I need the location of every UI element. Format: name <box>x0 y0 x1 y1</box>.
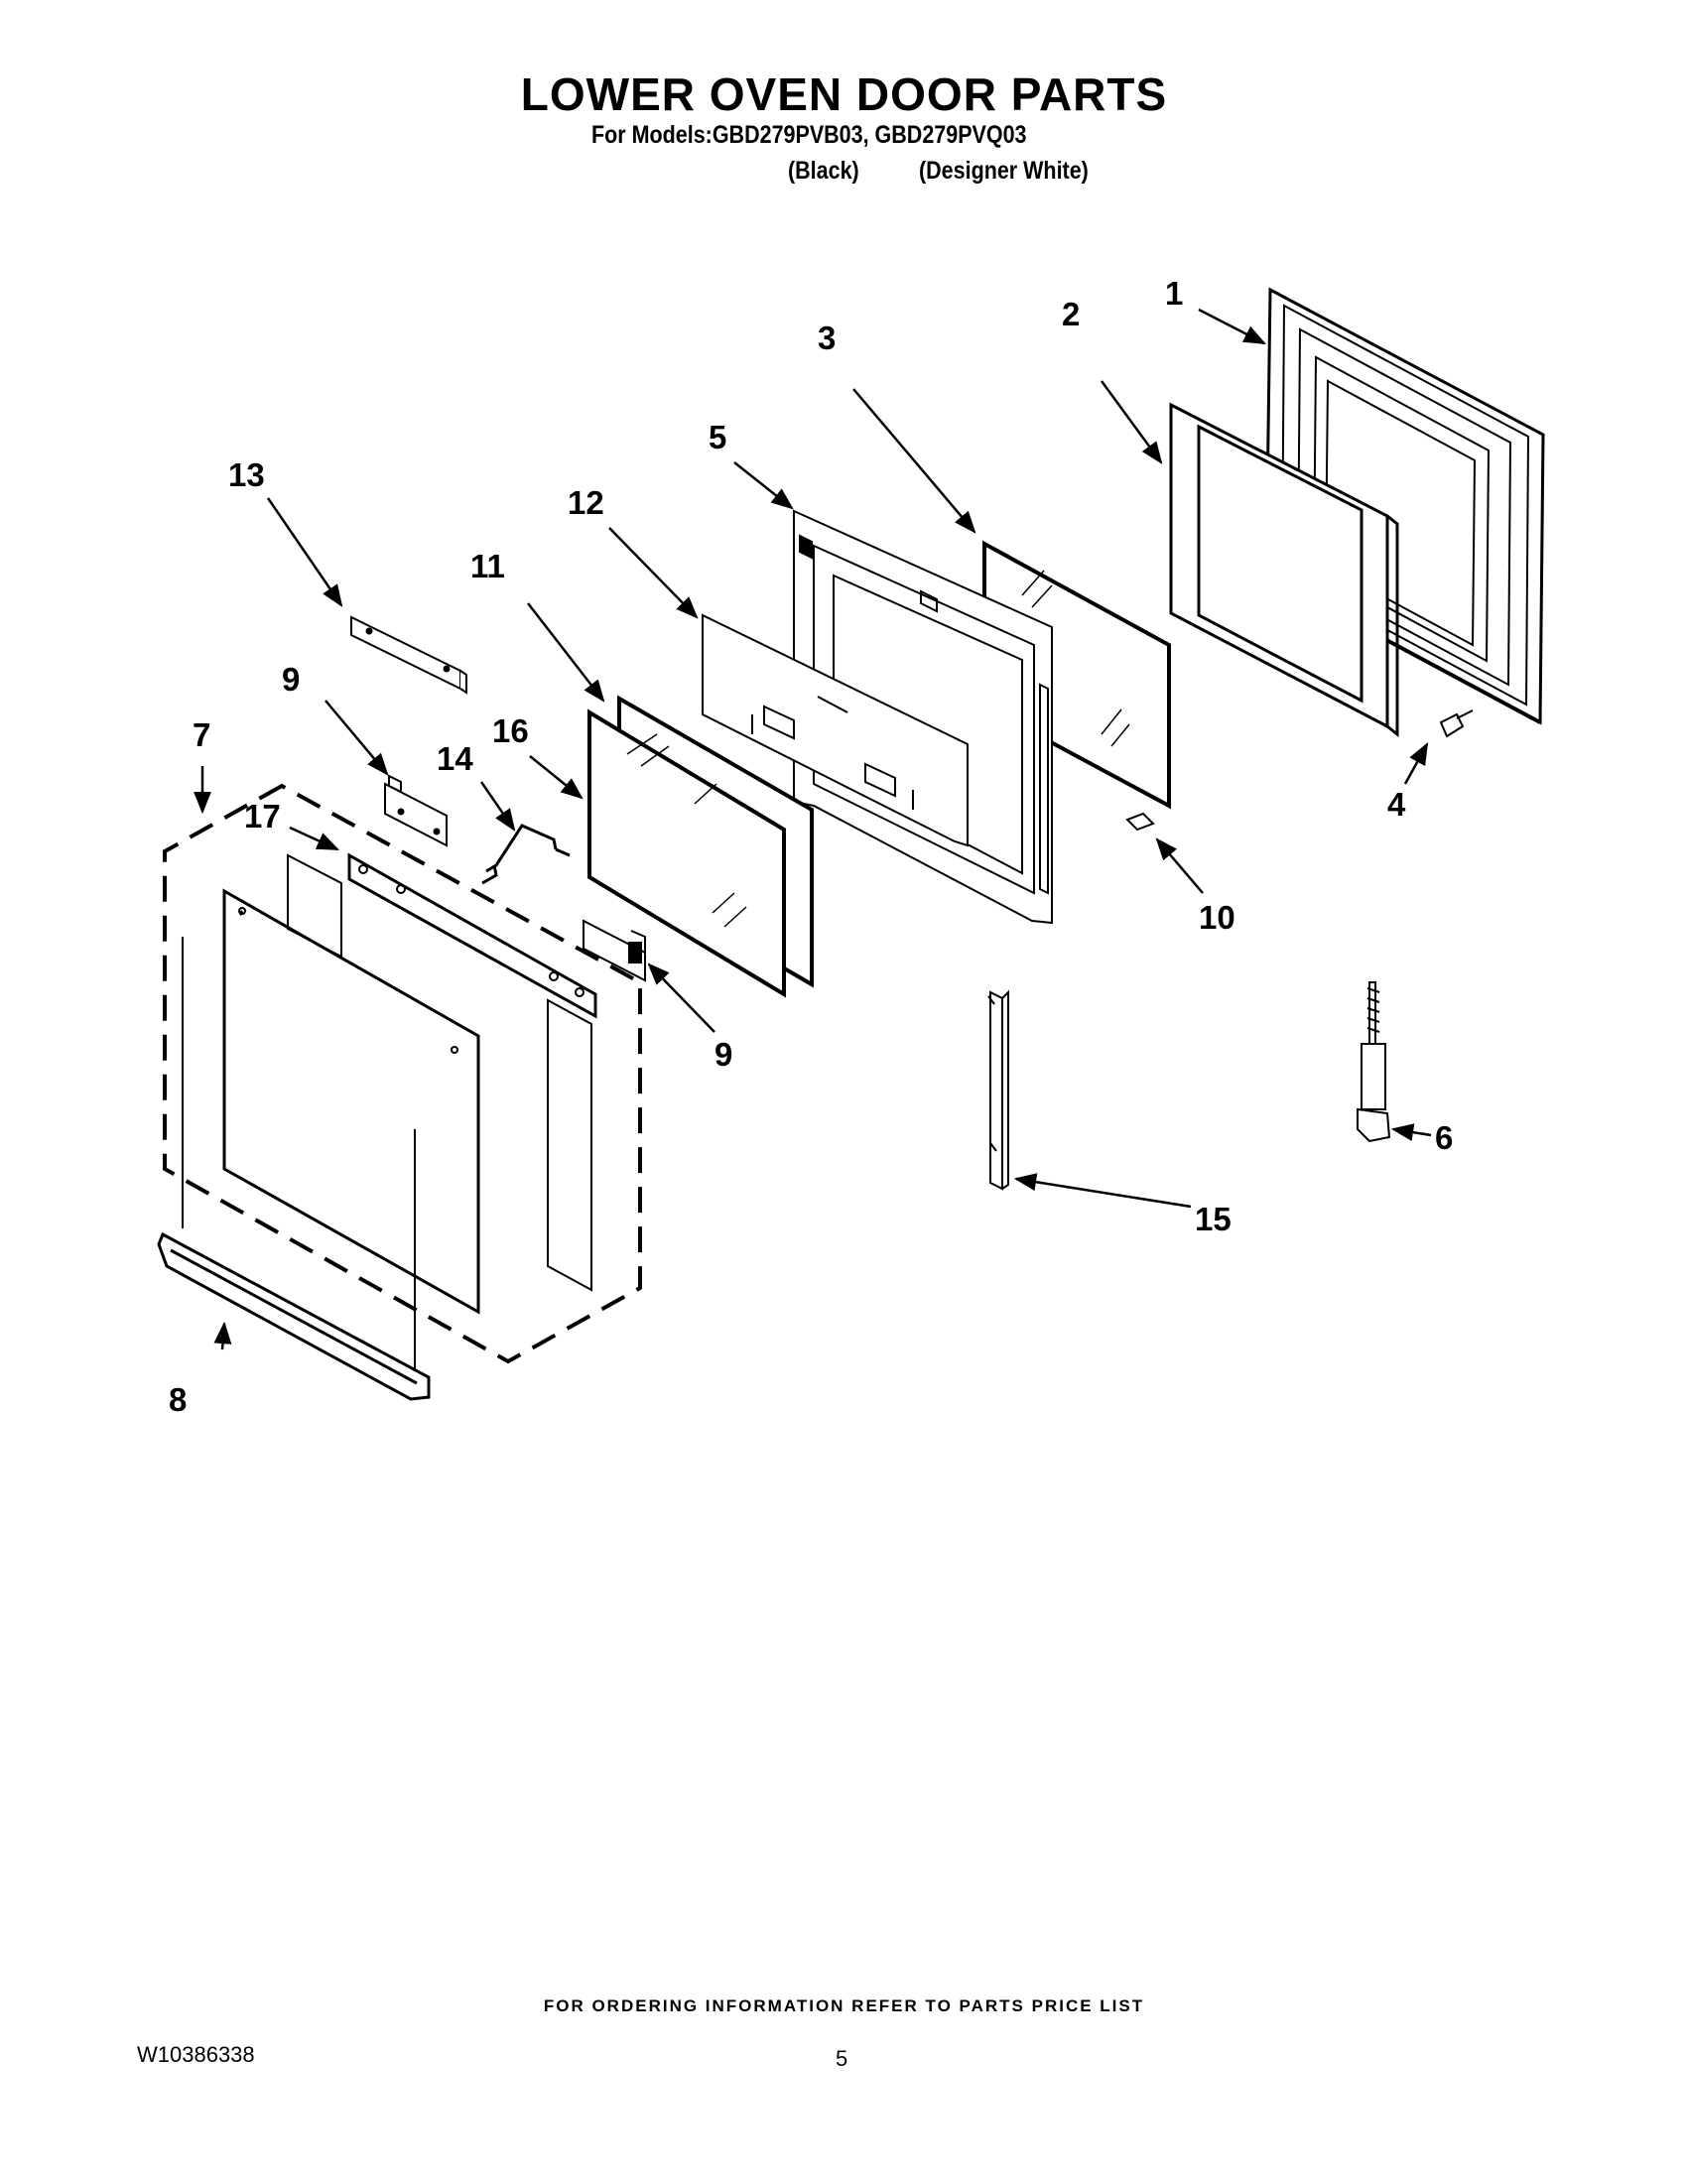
callout-8: 8 <box>169 1381 187 1418</box>
part-7-outer-door-assembly <box>163 783 642 1369</box>
callout-9-lower: 9 <box>714 1036 732 1073</box>
callout-10: 10 <box>1199 899 1235 936</box>
callout-12: 12 <box>568 484 604 521</box>
callout-9-upper: 9 <box>282 661 300 698</box>
callout-5: 5 <box>709 419 726 455</box>
part-4-screw <box>1439 709 1474 738</box>
part-13-vent-bracket <box>350 615 467 695</box>
callout-2: 2 <box>1062 296 1080 332</box>
callout-7: 7 <box>193 716 210 753</box>
models-line: For Models:GBD279PVB03, GBD279PVQ03 <box>591 121 1027 149</box>
page-number: 5 <box>836 2046 848 2071</box>
part-10-door-bumper <box>1125 812 1155 832</box>
variant-black-label: (Black) <box>788 157 859 185</box>
page-title: LOWER OVEN DOOR PARTS <box>520 68 1168 120</box>
part-9-hinge-bracket-upper <box>384 774 448 847</box>
callout-6: 6 <box>1435 1119 1453 1156</box>
callout-14: 14 <box>437 740 473 777</box>
document-number: W10386338 <box>137 2042 255 2067</box>
part-8-door-handle <box>157 1231 431 1401</box>
callout-13: 13 <box>228 456 265 493</box>
part-16-outer-glass <box>587 708 786 998</box>
variant-white-label: (Designer White) <box>919 157 1089 185</box>
callout-16: 16 <box>492 712 529 749</box>
part-9-hinge-bracket-lower <box>583 919 646 982</box>
leader-arrows <box>194 308 1432 1350</box>
part-2-door-frame-trim <box>1169 402 1399 738</box>
callout-3: 3 <box>818 320 836 356</box>
callout-11: 11 <box>470 548 505 584</box>
part-14-retainer-clip <box>481 824 571 885</box>
ordering-info-note: FOR ORDERING INFORMATION REFER TO PARTS … <box>543 1996 1145 2015</box>
part-12-heat-shield <box>702 613 969 847</box>
callout-4: 4 <box>1387 786 1406 823</box>
callout-17: 17 <box>244 798 281 835</box>
part-15-door-rail <box>987 989 1009 1191</box>
callout-15: 15 <box>1195 1201 1232 1237</box>
callout-1: 1 <box>1165 275 1183 312</box>
part-6-door-hinge <box>1357 981 1391 1143</box>
